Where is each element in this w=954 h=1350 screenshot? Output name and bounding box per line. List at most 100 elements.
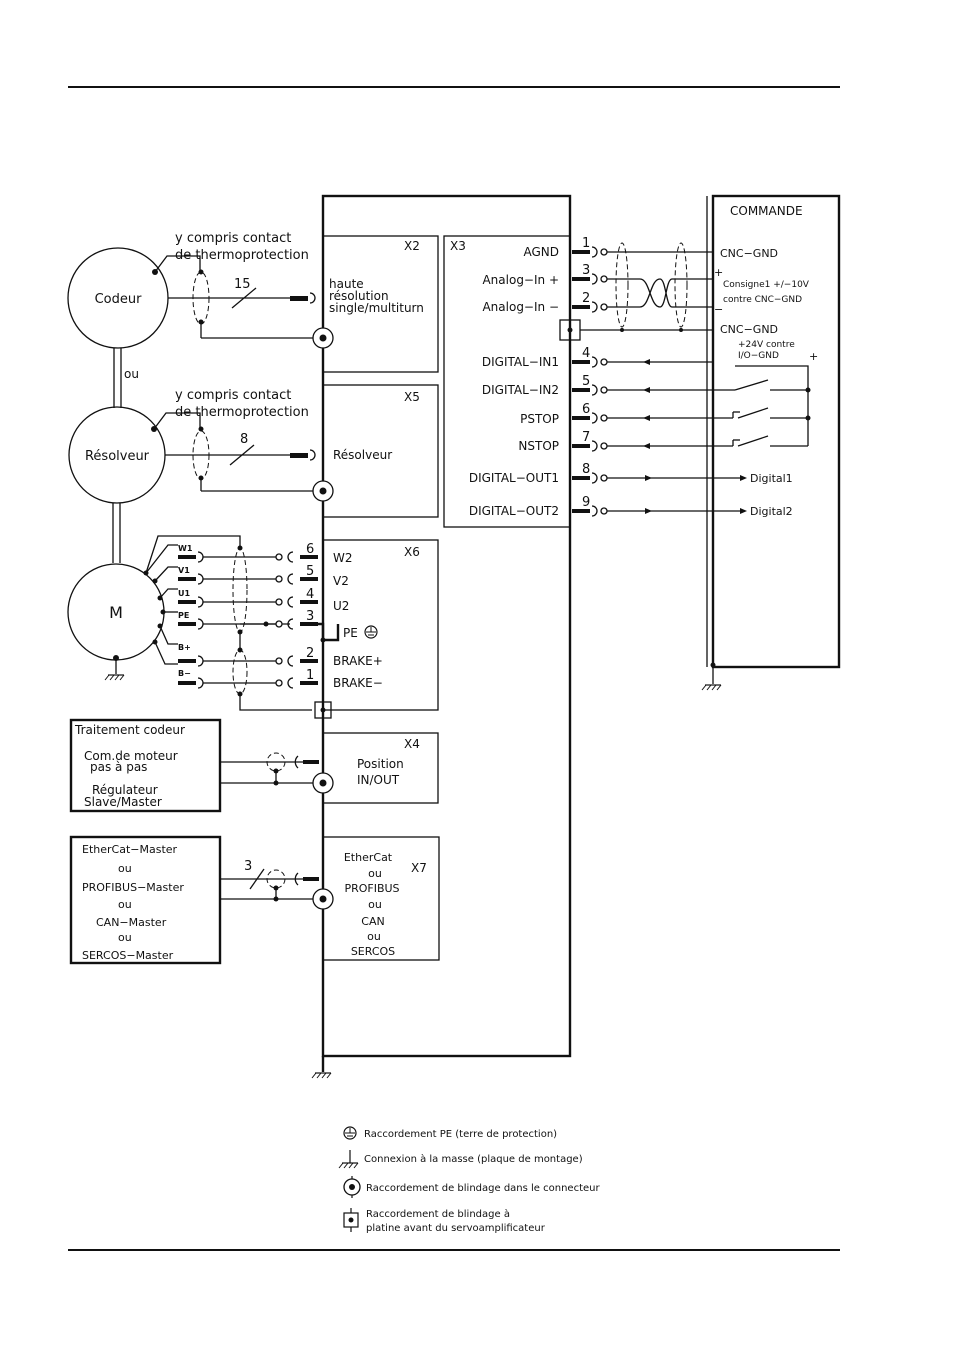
x6-pin5-label: V2 — [333, 574, 349, 588]
x6-pin6-num: 6 — [306, 542, 314, 557]
commande-cnc-gnd-2: CNC−GND — [720, 323, 778, 336]
commande-digital1: Digital1 — [750, 472, 793, 485]
commande-24v-1: +24V contre — [738, 340, 795, 350]
bus-master-box — [69, 835, 222, 965]
x5-box — [322, 384, 439, 518]
wire-v1: V1 — [178, 566, 190, 575]
x6-pin4-label: U2 — [333, 599, 349, 613]
commande-cnc-gnd: CNC−GND — [720, 247, 778, 260]
x7-line-2: ou — [368, 867, 382, 880]
x6-pin2-label: BRAKE+ — [333, 654, 383, 668]
bus-box-line-1: EtherCat−Master — [82, 843, 178, 856]
x3-id: X3 — [450, 239, 466, 253]
x7-line-3: PROFIBUS — [344, 882, 399, 895]
x2-id: X2 — [404, 239, 420, 253]
ou-label: ou — [124, 367, 139, 381]
wire-bplus: B+ — [178, 643, 191, 652]
x5-id: X5 — [404, 390, 420, 404]
bus-box-line-7: SERCOS−Master — [82, 949, 174, 962]
x2-box — [322, 235, 439, 373]
bus-box-line-5: CAN−Master — [96, 916, 167, 929]
x3-pin1-num: 1 — [582, 236, 590, 251]
x6-pin5-num: 5 — [306, 564, 314, 579]
x3-box — [443, 235, 571, 528]
x3-ain-minus-label: Analog−In − — [482, 300, 559, 314]
x3-din1-label: DIGITAL−IN1 — [482, 355, 559, 369]
shield-plate-legend-icon — [343, 1208, 359, 1232]
codeur-wire-count: 15 — [234, 277, 251, 292]
x4-line-1: Position — [357, 757, 404, 771]
codeur-thermo-1: y compris contact — [175, 231, 291, 246]
x3-nstop-label: NSTOP — [518, 439, 559, 453]
x3-din2-label: DIGITAL−IN2 — [482, 383, 559, 397]
shield-connector-legend-icon — [343, 1176, 361, 1198]
x7-line-1: EtherCat — [344, 851, 393, 864]
wire-w1: W1 — [178, 544, 193, 553]
x3-pin5-num: 5 — [582, 374, 590, 389]
x7-id: X7 — [411, 861, 427, 875]
legend-pe-text: Raccordement PE (terre de protection) — [364, 1129, 557, 1140]
resolveur-label: Résolveur — [85, 449, 150, 464]
wire-bminus: B− — [178, 669, 191, 678]
commande-digital2: Digital2 — [750, 505, 793, 518]
legend-shield-connector-text: Raccordement de blindage dans le connect… — [366, 1183, 600, 1194]
amplifier-box — [321, 194, 572, 1058]
legend-shield-plate-text-2: platine avant du servoamplificateur — [366, 1223, 546, 1234]
commande-box — [711, 194, 841, 669]
x3-agnd-label: AGND — [523, 245, 559, 259]
bus-wire-count: 3 — [244, 859, 252, 874]
x3-pin7-num: 7 — [582, 430, 590, 445]
x7-line-5: CAN — [361, 915, 384, 928]
commande-24v-2: I/O−GND — [738, 351, 779, 361]
resolveur-wire-count: 8 — [240, 432, 248, 447]
encoder-processing-box — [69, 718, 222, 813]
bus-box-line-2: ou — [118, 862, 132, 875]
pe-earth-icon — [364, 625, 378, 639]
commande-24v-plus: + — [809, 350, 818, 363]
x2-line-1: haute — [329, 277, 364, 291]
wire-u1: U1 — [178, 589, 190, 598]
x6-pin6-label: W2 — [333, 551, 353, 565]
x3-pin4-num: 4 — [582, 346, 590, 361]
encoder-box-title: Traitement codeur — [74, 723, 185, 737]
x5-label: Résolveur — [333, 448, 392, 462]
x7-line-4: ou — [368, 898, 382, 911]
x3-pin6-num: 6 — [582, 402, 590, 417]
x6-pin3-label: PE — [343, 626, 358, 640]
x6-id: X6 — [404, 545, 420, 559]
x6-pin1-label: BRAKE− — [333, 676, 383, 690]
x6-pin2-num: 2 — [306, 646, 314, 661]
x3-pin2-num: 2 — [582, 291, 590, 306]
commande-plus: + — [714, 266, 723, 279]
bus-box-line-3: PROFIBUS−Master — [82, 881, 184, 894]
x3-ain-plus-label: Analog−In + — [482, 273, 559, 287]
x4-id: X4 — [404, 737, 420, 751]
motor-label: M — [109, 603, 123, 622]
encoder-box-line-5: Slave/Master — [84, 795, 162, 809]
x6-pin3-num: 3 — [306, 609, 314, 624]
wire-pe: PE — [178, 611, 189, 620]
x2-line-2: résolution — [329, 289, 389, 303]
commande-minus: − — [714, 303, 723, 316]
x4-box — [322, 732, 439, 804]
x3-pin3-num: 3 — [582, 263, 590, 278]
x3-dout2-label: DIGITAL−OUT2 — [469, 504, 559, 518]
bus-box-line-6: ou — [118, 931, 132, 944]
codeur-thermo-2: de thermoprotection — [175, 248, 309, 263]
encoder-box-line-3: pas à pas — [90, 760, 147, 774]
legend: Raccordement PE (terre de protection) Co… — [338, 1126, 600, 1234]
commande-title: COMMANDE — [730, 204, 803, 218]
x3-dout1-label: DIGITAL−OUT1 — [469, 471, 559, 485]
ground-legend-icon — [338, 1150, 359, 1169]
commande-consigne-1: Consigne1 +/−10V — [723, 280, 810, 290]
pe-legend-icon — [343, 1126, 357, 1140]
codeur-label: Codeur — [95, 292, 143, 307]
legend-ground-text: Connexion à la masse (plaque de montage) — [364, 1153, 583, 1165]
x6-pin4-num: 4 — [306, 587, 314, 602]
x2-line-3: single/multiturn — [329, 301, 424, 315]
encoder-box-line-2: Com.de moteur — [84, 749, 178, 763]
x4-line-2: IN/OUT — [357, 773, 400, 787]
x6-pin1-num: 1 — [306, 668, 314, 683]
resolveur-thermo-2: de thermoprotection — [175, 405, 309, 420]
